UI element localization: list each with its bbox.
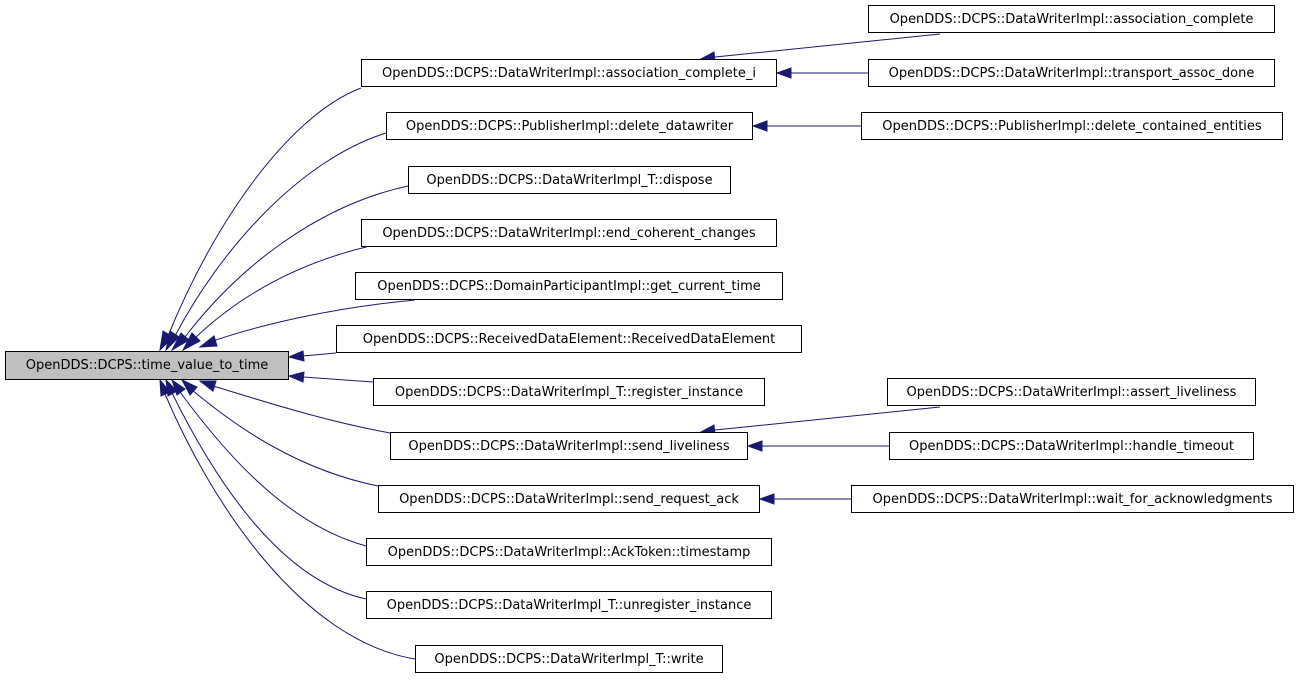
node-association-complete[interactable]: OpenDDS::DCPS::DataWriterImpl::associati…: [868, 5, 1275, 33]
edge-association-complete-i: [159, 87, 362, 352]
node-send-liveliness[interactable]: OpenDDS::DCPS::DataWriterImpl::send_live…: [390, 432, 748, 460]
edge-write: [159, 378, 416, 660]
node-send-request-ack[interactable]: OpenDDS::DCPS::DataWriterImpl::send_requ…: [378, 485, 760, 513]
node-received-data-element[interactable]: OpenDDS::DCPS::ReceivedDataElement::Rece…: [336, 325, 802, 353]
node-register-instance[interactable]: OpenDDS::DCPS::DataWriterImpl_T::registe…: [373, 378, 765, 406]
node-delete-datawriter[interactable]: OpenDDS::DCPS::PublisherImpl::delete_dat…: [386, 112, 753, 140]
node-time-value-to-time: OpenDDS::DCPS::time_value_to_time: [5, 351, 289, 380]
node-dispose[interactable]: OpenDDS::DCPS::DataWriterImpl_T::dispose: [408, 166, 731, 194]
node-transport-assoc-done[interactable]: OpenDDS::DCPS::DataWriterImpl::transport…: [868, 59, 1275, 87]
node-assert-liveliness[interactable]: OpenDDS::DCPS::DataWriterImpl::assert_li…: [887, 378, 1256, 406]
node-get-current-time[interactable]: OpenDDS::DCPS::DomainParticipantImpl::ge…: [355, 272, 783, 300]
edge-delete-datawriter: [165, 132, 387, 352]
node-association-complete-i[interactable]: OpenDDS::DCPS::DataWriterImpl::associati…: [361, 59, 777, 87]
edge-received-data-element: [287, 350, 337, 362]
node-wait-for-acknowledgments[interactable]: OpenDDS::DCPS::DataWriterImpl::wait_for_…: [851, 485, 1294, 513]
edge-dispose: [170, 185, 409, 352]
node-end-coherent-changes[interactable]: OpenDDS::DCPS::DataWriterImpl::end_coher…: [361, 219, 777, 247]
node-delete-contained-entities[interactable]: OpenDDS::DCPS::PublisherImpl::delete_con…: [861, 112, 1283, 140]
edge-association-complete: [699, 33, 941, 63]
edge-send-request-ack: [180, 378, 379, 487]
edge-get-current-time: [198, 299, 416, 348]
edge-end-coherent-changes: [181, 245, 371, 352]
edge-send-liveliness: [198, 380, 391, 434]
node-handle-timeout[interactable]: OpenDDS::DCPS::DataWriterImpl::handle_ti…: [889, 432, 1254, 460]
edge-transport-assoc-done: [775, 67, 868, 79]
node-unregister-instance[interactable]: OpenDDS::DCPS::DataWriterImpl_T::unregis…: [366, 591, 772, 619]
edge-register-instance: [287, 371, 374, 383]
node-write[interactable]: OpenDDS::DCPS::DataWriterImpl_T::write: [415, 645, 723, 673]
edge-wait-for-acknowledgments: [758, 493, 851, 505]
edge-assert-liveliness: [699, 406, 941, 436]
edge-timestamp: [171, 378, 367, 547]
edge-handle-timeout: [746, 440, 889, 452]
node-ack-token-timestamp[interactable]: OpenDDS::DCPS::DataWriterImpl::AckToken:…: [366, 538, 772, 566]
edge-delete-contained-entities: [751, 120, 861, 132]
